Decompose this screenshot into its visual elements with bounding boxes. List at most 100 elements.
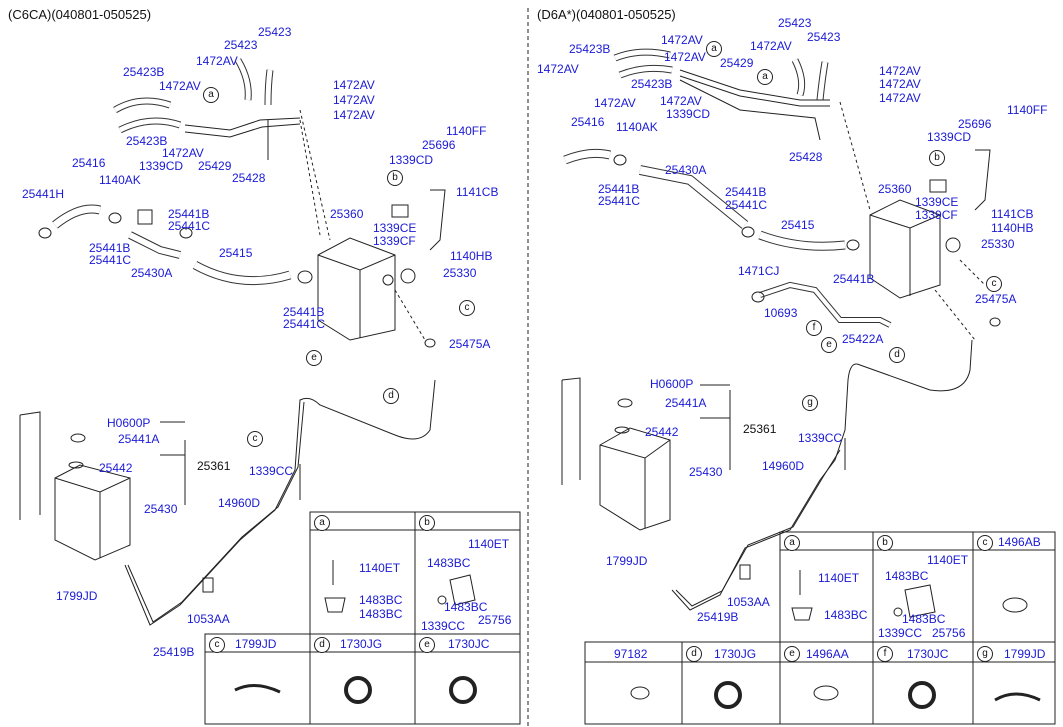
label-25441b-left-2[interactable]: 25441B [89, 241, 131, 255]
label-25475a-right[interactable]: 25475A [975, 292, 1017, 306]
label-25423b-right-1[interactable]: 25423B [569, 42, 611, 56]
label-1472av-right-5[interactable]: 1472AV [594, 96, 636, 110]
label-25430a-left[interactable]: 25430A [131, 266, 173, 280]
label-25428-left[interactable]: 25428 [232, 171, 266, 185]
label-h0600p-left[interactable]: H0600P [107, 416, 151, 430]
label-1471cj-right[interactable]: 1471CJ [738, 264, 780, 278]
label-1472av-left-5[interactable]: 1472AV [333, 108, 375, 122]
label-1472av-left-3[interactable]: 1472AV [333, 78, 375, 92]
legend-left-b-1339cc[interactable]: 1339CC [421, 619, 466, 633]
label-25330-left[interactable]: 25330 [443, 266, 477, 280]
label-1140hb-right[interactable]: 1140HB [991, 221, 1034, 235]
legend-right-b-1140et[interactable]: 1140ET [927, 553, 969, 567]
label-10693-right[interactable]: 10693 [764, 306, 798, 320]
legend-left-b-1140et[interactable]: 1140ET [468, 537, 510, 551]
label-1339ce-right[interactable]: 1339CE [915, 195, 959, 209]
label-25441a-right[interactable]: 25441A [665, 396, 707, 410]
legend-right-e-part[interactable]: 1496AA [806, 647, 849, 661]
label-25441c-left-3[interactable]: 25441C [283, 317, 326, 331]
legend-left-b-1483bc-1[interactable]: 1483BC [427, 556, 471, 570]
label-1053aa-right[interactable]: 1053AA [727, 595, 770, 609]
label-25422a-right[interactable]: 25422A [842, 332, 884, 346]
label-25441b-right-3[interactable]: 25441B [833, 272, 875, 286]
label-25423b-left-1[interactable]: 25423B [123, 65, 165, 79]
label-1339ce-left[interactable]: 1339CE [373, 221, 417, 235]
legend-right-b-1483bc-1[interactable]: 1483BC [885, 569, 929, 583]
label-1472av-right-8[interactable]: 1472AV [879, 77, 921, 91]
label-25423b-left-2[interactable]: 25423B [126, 134, 168, 148]
label-25441c-right-2[interactable]: 25441C [725, 198, 768, 212]
legend-left-e-part[interactable]: 1730JC [448, 637, 490, 651]
label-25442-right[interactable]: 25442 [645, 425, 679, 439]
label-25441b-right-1[interactable]: 25441B [598, 182, 640, 196]
legend-right-d-part[interactable]: 1730JG [714, 647, 757, 661]
label-25360-right[interactable]: 25360 [878, 182, 912, 196]
legend-left-b-25756[interactable]: 25756 [478, 613, 512, 627]
legend-right-g-part[interactable]: 1799JD [1004, 647, 1046, 661]
label-25441a-left[interactable]: 25441A [118, 432, 160, 446]
label-14960d-right[interactable]: 14960D [762, 459, 805, 473]
label-14960d-left[interactable]: 14960D [218, 496, 261, 510]
label-1472av-right-1[interactable]: 1472AV [661, 33, 703, 47]
legend-right-b-1339cc[interactable]: 1339CC [878, 626, 923, 640]
label-25429-left[interactable]: 25429 [198, 159, 232, 173]
legend-left-a-1483bc-2[interactable]: 1483BC [359, 607, 403, 621]
legend-right-a-1483bc[interactable]: 1483BC [824, 608, 868, 622]
label-25441b-left-1[interactable]: 25441B [168, 207, 210, 221]
label-25428-right[interactable]: 25428 [789, 150, 823, 164]
label-25430-right[interactable]: 25430 [689, 465, 723, 479]
label-1140hb-left[interactable]: 1140HB [450, 249, 493, 263]
label-h0600p-right[interactable]: H0600P [650, 377, 694, 391]
label-25430-left[interactable]: 25430 [144, 502, 178, 516]
label-1141cb-left[interactable]: 1141CB [456, 185, 499, 199]
label-25423-right-a[interactable]: 25423 [778, 16, 812, 30]
legend-right-b-1483bc-2[interactable]: 1483BC [902, 612, 946, 626]
label-1140ff-left[interactable]: 1140FF [446, 124, 487, 138]
label-25441c-left-2[interactable]: 25441C [89, 253, 132, 267]
label-25696-left[interactable]: 25696 [422, 138, 456, 152]
label-1472av-right-9[interactable]: 1472AV [879, 91, 921, 105]
label-1339cd-left[interactable]: 1339CD [139, 159, 184, 173]
label-25415-right[interactable]: 25415 [781, 218, 815, 232]
label-1339cc-right[interactable]: 1339CC [798, 431, 843, 445]
label-1140ak-right[interactable]: 1140AK [616, 120, 658, 134]
legend-right-97182[interactable]: 97182 [614, 647, 648, 661]
label-1339cf-right[interactable]: 1339CF [915, 208, 958, 222]
label-25330-right[interactable]: 25330 [981, 237, 1015, 251]
label-1472av-right-6[interactable]: 1472AV [660, 94, 702, 108]
legend-left-a-1483bc-1[interactable]: 1483BC [359, 593, 403, 607]
label-1140ak-left[interactable]: 1140AK [99, 173, 141, 187]
label-25696-right[interactable]: 25696 [958, 117, 992, 131]
label-25441b-left-3[interactable]: 25441B [283, 305, 325, 319]
label-25475a-left[interactable]: 25475A [449, 337, 491, 351]
legend-left-a-1140et[interactable]: 1140ET [359, 561, 401, 575]
legend-right-f-part[interactable]: 1730JC [907, 647, 949, 661]
label-25419b-right[interactable]: 25419B [697, 610, 739, 624]
label-1339cd-left-2[interactable]: 1339CD [389, 153, 434, 167]
label-25441c-left-1[interactable]: 25441C [168, 219, 211, 233]
legend-right-a-1140et[interactable]: 1140ET [818, 571, 860, 585]
label-25441c-right-1[interactable]: 25441C [598, 194, 641, 208]
label-25423b-right-2[interactable]: 25423B [631, 77, 673, 91]
label-1472av-right-3[interactable]: 1472AV [537, 62, 579, 76]
legend-right-c-part[interactable]: 1496AB [998, 535, 1041, 549]
label-25429-right[interactable]: 25429 [720, 56, 754, 70]
label-1472av-left-6[interactable]: 1472AV [162, 146, 204, 160]
label-25430a-right[interactable]: 25430A [665, 163, 707, 177]
label-1339cd-right-2[interactable]: 1339CD [927, 130, 972, 144]
label-25361-right[interactable]: 25361 [743, 422, 777, 436]
label-1799jd-left[interactable]: 1799JD [56, 589, 98, 603]
label-25441b-right-2[interactable]: 25441B [725, 185, 767, 199]
legend-right-b-25756[interactable]: 25756 [932, 626, 966, 640]
label-25442-left[interactable]: 25442 [99, 461, 133, 475]
label-25441h-left[interactable]: 25441H [22, 187, 65, 201]
label-25419b-left[interactable]: 25419B [153, 645, 195, 659]
legend-left-c-part[interactable]: 1799JD [235, 637, 277, 651]
label-1053aa-left[interactable]: 1053AA [187, 612, 230, 626]
label-25415-left[interactable]: 25415 [219, 246, 253, 260]
label-1141cb-right[interactable]: 1141CB [991, 207, 1034, 221]
label-1472av-right-4[interactable]: 1472AV [664, 50, 706, 64]
legend-left-b-1483bc-2[interactable]: 1483BC [444, 600, 488, 614]
label-1339cc-left[interactable]: 1339CC [249, 464, 294, 478]
label-1339cd-right[interactable]: 1339CD [666, 107, 711, 121]
